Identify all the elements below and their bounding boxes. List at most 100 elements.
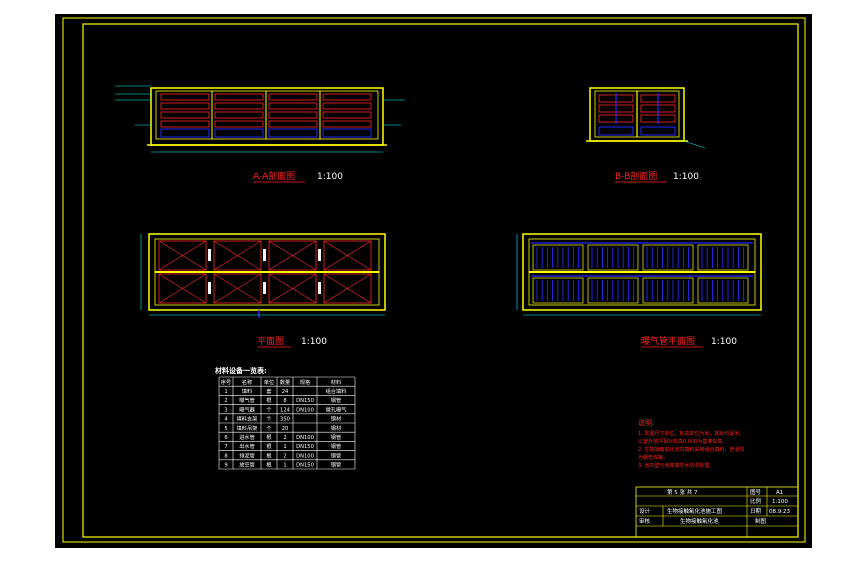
plan-cross-b bbox=[158, 273, 207, 304]
plan-view bbox=[140, 233, 386, 318]
table-cell: 个 bbox=[266, 425, 272, 432]
table-cell: DN150 bbox=[296, 398, 314, 404]
notes-line-1: 1. 本图尺寸单位，标高单位为米，其余均毫米。 bbox=[638, 430, 744, 437]
table-cell: 钢管 bbox=[331, 451, 341, 459]
table-cell: 9 bbox=[224, 463, 227, 469]
plan-scale: 1:100 bbox=[301, 337, 327, 347]
aeration-bay bbox=[532, 244, 584, 271]
notes-line-3: 2. 生物接触氧化池内填料采用组合填料，管道均 bbox=[638, 446, 744, 453]
table-cell: 填料吊架 bbox=[237, 424, 258, 432]
plan-support-post bbox=[208, 249, 211, 261]
aeration-scale: 1:100 bbox=[711, 337, 737, 347]
aa-left-labels bbox=[115, 85, 151, 126]
cad-drawing: A-A剖面图 1:100 B-B剖面图 1:100 平面图 1:100 曝气管平… bbox=[62, 17, 806, 543]
plan-cells bbox=[158, 240, 372, 304]
tb-draw-label: 制图 bbox=[755, 517, 767, 525]
tb-check-label: 审核 bbox=[639, 517, 651, 525]
table-cell: 进水管 bbox=[239, 433, 255, 441]
table-cell: 钢管 bbox=[331, 396, 341, 404]
plan-filler-bay bbox=[323, 273, 372, 304]
table-cell: 填料 bbox=[242, 387, 252, 395]
table-cell: 钢材 bbox=[331, 424, 341, 432]
table-cell: 1 bbox=[283, 444, 286, 450]
table-header-cell: 序号 bbox=[221, 378, 231, 386]
table-cell: DN100 bbox=[296, 453, 314, 459]
aeration-title: 曝气管平面图 bbox=[641, 335, 695, 347]
aa-scale: 1:100 bbox=[317, 172, 343, 182]
bb-aeration-pipe bbox=[598, 126, 634, 136]
tb-scale: 1:100 bbox=[772, 499, 788, 505]
bb-scale: 1:100 bbox=[673, 172, 699, 182]
plan-support-post bbox=[263, 282, 266, 294]
plan-filler-bay bbox=[268, 273, 317, 304]
tb-design-label: 设计 bbox=[639, 507, 651, 515]
table-cell: 曝气器 bbox=[239, 405, 255, 413]
table-cell: 20 bbox=[282, 426, 289, 432]
bb-right-label bbox=[683, 140, 706, 149]
aa-filler-frame bbox=[268, 120, 318, 128]
bb-cells bbox=[598, 93, 676, 136]
table-cell: 124 bbox=[280, 407, 291, 413]
table-cell: 套 bbox=[266, 387, 272, 395]
table-title: 材料设备一览表: bbox=[214, 366, 267, 375]
plan-cross-b bbox=[158, 240, 207, 271]
plan-cross-b bbox=[213, 273, 262, 304]
aa-aeration-pipe bbox=[214, 128, 264, 138]
table-cell: 曝气管 bbox=[239, 396, 255, 404]
tb-scale-label: 比例 bbox=[750, 497, 762, 505]
table-cell: 微孔曝气 bbox=[326, 405, 347, 413]
table-cell: 个 bbox=[266, 406, 272, 413]
aa-cells bbox=[160, 91, 372, 139]
plan-cross-b bbox=[323, 273, 372, 304]
aa-filler-frame bbox=[214, 111, 264, 119]
aeration-bay bbox=[587, 277, 639, 304]
aa-aeration-pipe bbox=[160, 128, 210, 138]
aa-aeration-pipe bbox=[268, 128, 318, 138]
table-cell: 2 bbox=[224, 398, 227, 404]
aa-aeration-pipe bbox=[322, 128, 372, 138]
aa-filler-frame bbox=[268, 111, 318, 119]
table-cell: 钢管 bbox=[331, 461, 341, 469]
plan-filler-bay bbox=[213, 273, 262, 304]
aeration-plan-view bbox=[516, 233, 762, 316]
table-cell: 1 bbox=[224, 389, 227, 395]
plan-filler-bay bbox=[213, 240, 262, 271]
aa-filler-frame bbox=[268, 93, 318, 101]
table-cell: 钢管 bbox=[331, 442, 341, 450]
aeration-bay bbox=[697, 277, 749, 304]
tb-figno: A1 bbox=[776, 490, 783, 496]
table-cell: 个 bbox=[266, 416, 272, 423]
table-header-cell: 规格 bbox=[300, 378, 311, 386]
aa-filler-frame bbox=[268, 102, 318, 110]
aa-filler-frame bbox=[214, 120, 264, 128]
tb-sheet: 第 5 张 共 7 bbox=[667, 488, 698, 496]
table-header-cell: 数量 bbox=[280, 378, 290, 386]
plan-filler-bay bbox=[158, 240, 207, 271]
table-cell: 350 bbox=[280, 417, 290, 423]
aa-filler-frame bbox=[160, 93, 210, 101]
aa-filler-frame bbox=[322, 120, 372, 128]
table-cell: 4 bbox=[224, 417, 228, 423]
table-cell: 8 bbox=[283, 398, 286, 404]
aeration-bay bbox=[642, 244, 694, 271]
table-cell: 根 bbox=[266, 451, 271, 459]
aa-filler-frame bbox=[322, 102, 372, 110]
table-cell: 1 bbox=[283, 463, 286, 469]
plan-support-post bbox=[208, 282, 211, 294]
table-cell: DN150 bbox=[296, 444, 314, 450]
table-cell: 组合填料 bbox=[326, 387, 347, 395]
table-cell: 钢材 bbox=[331, 415, 341, 423]
tb-project: 生物接触氧化池施工图 bbox=[667, 507, 723, 515]
aa-filler-frame bbox=[214, 93, 264, 101]
table-cell: 6 bbox=[224, 435, 227, 441]
table-cell: DN150 bbox=[296, 463, 314, 469]
table-cell: 根 bbox=[266, 396, 271, 404]
table-cell: 3 bbox=[224, 407, 227, 413]
notes-line-5: 3. 池内壁与池底做防水防渗处理。 bbox=[638, 462, 714, 469]
aa-filler-frame bbox=[160, 120, 210, 128]
table-cell: 填料支架 bbox=[237, 415, 258, 423]
outer-border bbox=[62, 17, 806, 543]
aa-filler-frame bbox=[160, 102, 210, 110]
table-grid bbox=[218, 376, 356, 470]
